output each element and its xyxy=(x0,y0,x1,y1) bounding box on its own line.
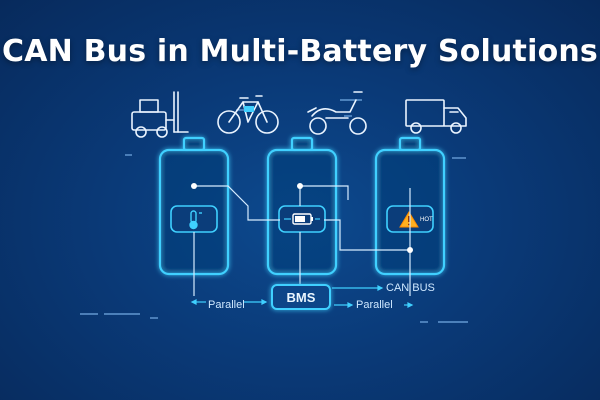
bicycle-icon xyxy=(217,95,279,134)
bms-label: BMS xyxy=(286,289,316,305)
page-title: CAN Bus in Multi-Battery Solutions xyxy=(1,34,598,69)
can-bus-label: CAN BUS xyxy=(386,282,435,294)
connection-wires xyxy=(193,185,411,296)
battery-level-icon xyxy=(284,213,320,225)
decorative-dashes xyxy=(80,99,468,323)
warning-icon xyxy=(399,211,419,228)
parallel-right-label: Parallel xyxy=(356,299,393,311)
bms-box xyxy=(271,284,331,310)
truck-icon xyxy=(405,99,467,134)
flow-arrows xyxy=(190,285,414,308)
thermometer-icon xyxy=(189,210,202,230)
forklift-icon xyxy=(131,91,189,138)
parallel-left-label: Parallel xyxy=(208,299,245,311)
hot-label: HOT xyxy=(420,217,433,223)
scooter-icon xyxy=(307,91,367,135)
